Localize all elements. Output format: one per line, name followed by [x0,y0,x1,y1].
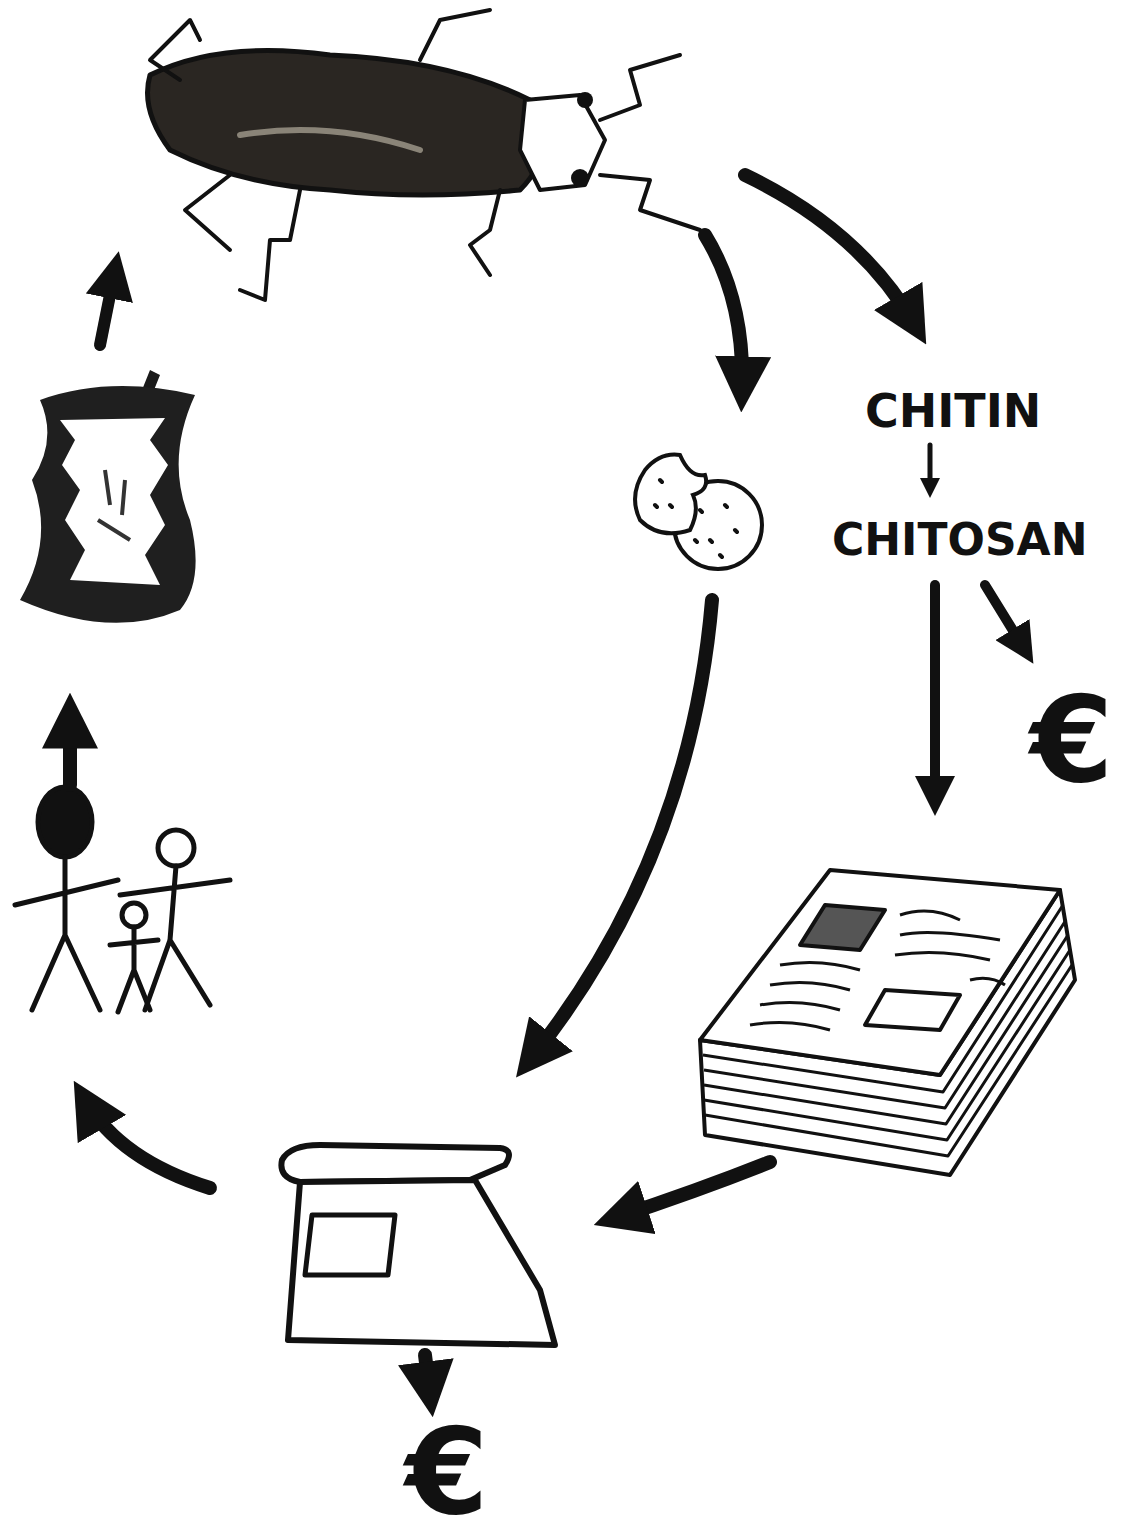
product-label: CHITIN [865,388,1041,434]
flow-arrow [928,445,933,490]
flow-arrow [63,715,77,785]
leg [150,20,200,80]
register-screen [305,1215,395,1275]
newspaper-stack [700,870,1075,1175]
flow-arrow [930,585,940,800]
newspaper-box [865,990,960,1030]
currency-symbol: € [405,1412,489,1532]
wing-split [240,130,420,150]
cookies [635,455,762,569]
stick-figure [110,927,158,1012]
beetle-eye [577,92,593,108]
register-body [288,1180,555,1345]
flow-arrow [530,600,712,1060]
head [122,903,146,927]
antenna [600,55,680,120]
beetle-body [148,51,543,196]
leg [470,190,500,275]
beetle-head [520,95,605,190]
flow-arrow [985,585,1025,650]
beetle-eye [571,169,589,187]
antenna [600,175,700,230]
product-label: CHITOSAN [832,518,1087,562]
flow-arrow [100,270,115,345]
leg [240,190,300,300]
beetle [148,10,701,300]
apple-seeds [98,470,130,540]
flow-arrow [615,1162,770,1218]
apple-core [20,370,196,623]
flow-arrow [705,235,742,390]
cookie-dots [655,480,737,557]
leg [420,10,490,60]
leg [185,175,230,250]
head [38,787,92,857]
bitten-cookie [635,455,706,534]
newspaper-top [700,870,1060,1075]
apple-outline [20,386,196,623]
newspaper-text [750,911,1005,1030]
head [158,830,194,866]
cash-register [281,1145,555,1345]
flow-arrow [425,1355,430,1395]
stick-figure [15,857,118,1010]
currency-symbol: € [1030,680,1114,800]
apple-flesh [60,418,168,585]
newspaper-photo [800,905,885,950]
people [15,787,230,1012]
flow-arrow [85,1100,210,1188]
flow-arrows [70,175,1025,1395]
register-top [281,1145,509,1182]
flow-arrow [745,175,915,325]
